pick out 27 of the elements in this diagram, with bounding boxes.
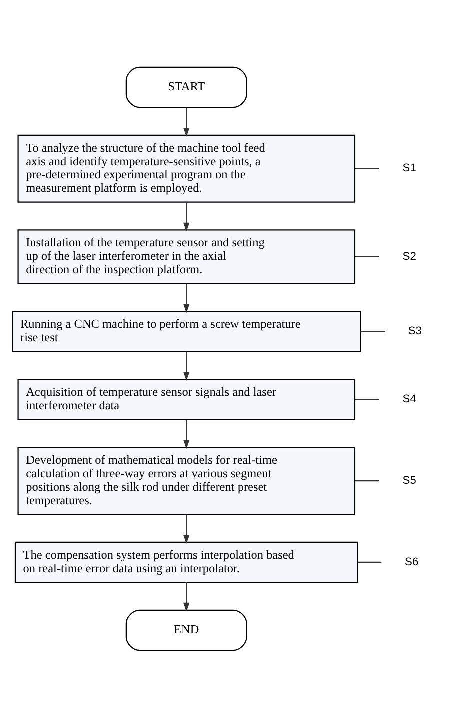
node-box: Installation of the temperature sensor and setting up of the laser interferometer in the axial direction of the inspection platform. [18, 230, 356, 284]
node-text: S4 [402, 393, 416, 406]
node-box: START [126, 66, 248, 108]
arrow [184, 514, 190, 544]
connector [355, 399, 380, 400]
node-text: S1 [402, 162, 416, 175]
arrow [184, 582, 190, 612]
node-box: To analyze the structure of the machine tool feed axis and identify temperature-sensitive points, a pre-determined experimental program on the measurement platform is employed. [18, 134, 356, 203]
node-box: The compensation system performs interpolation based on real-time error data using an interpolator. [14, 542, 358, 584]
node-box: END [126, 610, 248, 652]
node-text: S3 [408, 325, 422, 338]
connector [358, 562, 382, 564]
arrow [184, 284, 190, 314]
connector [355, 168, 380, 170]
node-text: S2 [402, 250, 416, 263]
node-box: Running a CNC machine to perform a screw temperature rise test [12, 311, 362, 352]
connector [355, 480, 380, 482]
node-box: Acquisition of temperature sensor signals and laser interferometer data [18, 379, 356, 420]
node-box: Development of mathematical models for real-time calculation of three-way errors at various segment positions along the silk rod under different preset temperatures. [18, 447, 356, 516]
arrow [184, 420, 190, 450]
node-text: S6 [405, 556, 419, 568]
node-text: S5 [402, 474, 416, 487]
arrow [184, 108, 190, 137]
arrow [184, 202, 190, 232]
arrow [184, 352, 190, 382]
connector [360, 331, 385, 332]
connector [355, 256, 380, 258]
